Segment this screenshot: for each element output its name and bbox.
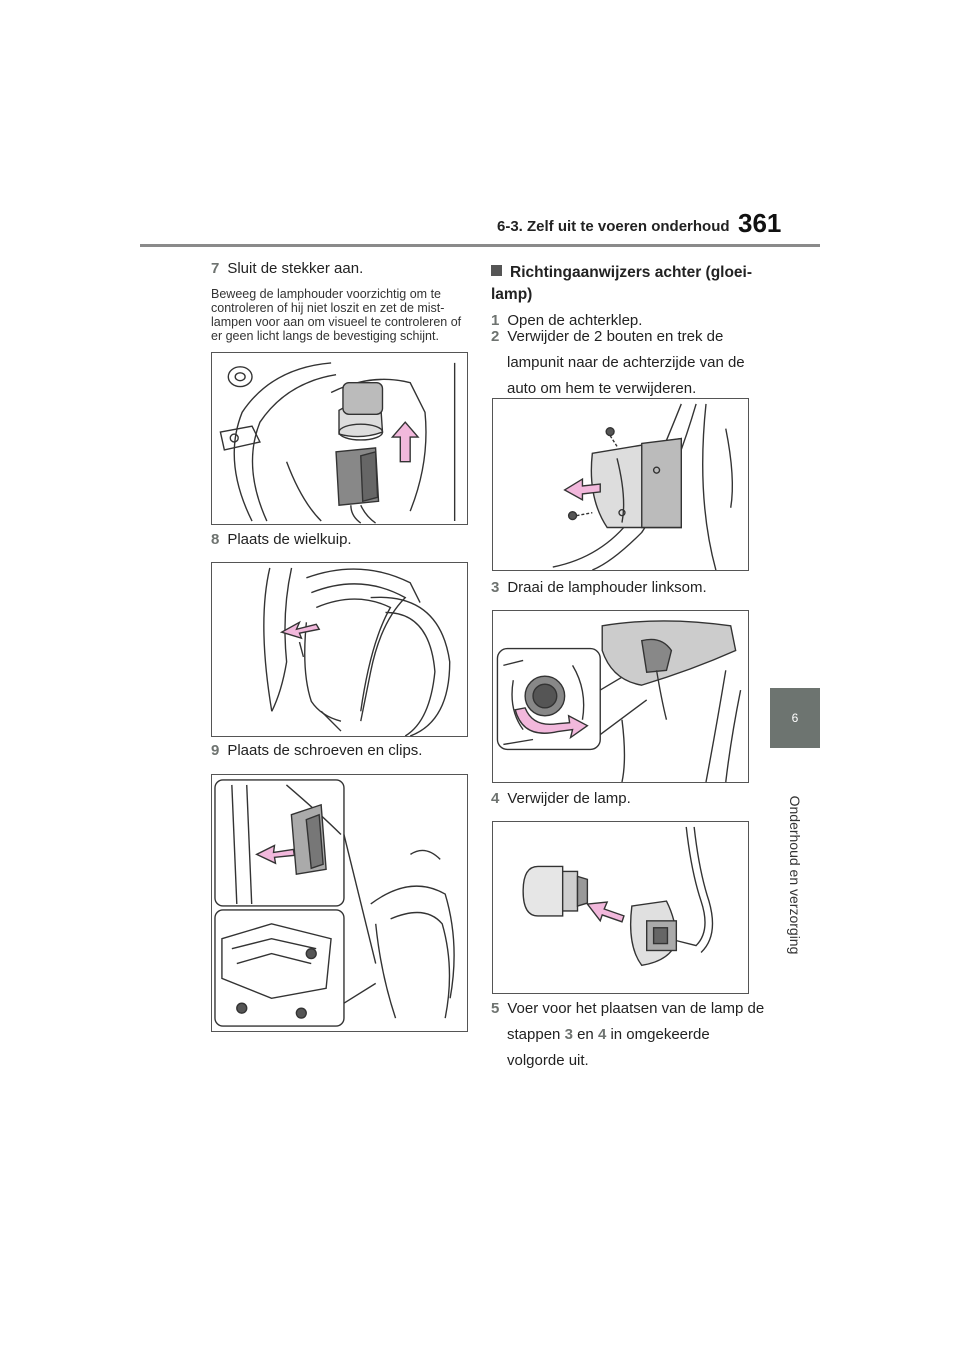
arrow-left-icon [255,844,296,865]
step-8: 8 Plaats de wielkuip. [211,529,471,551]
step-text: Open de achterklep. [507,312,643,329]
step-ref-3: 3 [564,1026,573,1043]
screws-clips-illustration [214,779,455,1027]
lamp-unit-illustration [552,403,734,570]
arrow-left-icon [563,477,601,501]
figure-wheel-liner [211,562,468,737]
step-text-a: Voer voor het plaatsen van de lamp de st… [507,1000,765,1043]
header-divider [140,244,820,247]
step-number: 8 [211,531,220,548]
step-number: 2 [491,328,500,345]
chapter-tab: 6 [770,688,820,748]
figure-rotate-holder [492,610,749,783]
remove-bulb-illustration [522,826,714,967]
step-number: 3 [491,579,500,596]
step-number: 5 [491,1000,500,1017]
figure-lamp-unit [492,398,749,571]
section-heading: Richtingaanwijzers achter (gloei-lamp) [491,262,761,306]
arrow-left-icon [279,620,321,640]
step-text-b: en [577,1026,594,1043]
step-number: 1 [491,312,500,329]
step-text: Plaats de wielkuip. [227,531,352,548]
heading-bullet-icon [491,265,502,276]
step-text-c: in omgekeerde volgorde uit. [507,1026,710,1069]
step-number: 9 [211,742,220,759]
chapter-label: Onderhoud en verzorging [765,760,825,990]
step-2: 2 Verwijder de 2 bouten en trek de lampun… [491,324,765,402]
wheel-liner-illustration [263,567,451,736]
step-text: Verwijder de 2 bouten en trek de lampuni… [507,328,745,397]
step-ref-4: 4 [597,1026,607,1043]
step-text: Plaats de schroeven en clips. [227,742,423,759]
step-3: 3 Draai de lamphouder linksom. [491,577,761,599]
step-1: 1 Open de achterklep. [491,310,761,332]
step-4: 4 Verwijder de lamp. [491,788,761,810]
note-text: Beweeg de lamphouder voorzichtig om te c… [211,287,462,343]
figure-remove-bulb [492,821,749,994]
rotate-holder-illustration [496,620,742,782]
figure-screws-clips [211,774,468,1032]
arrow-up-icon [390,421,420,463]
heading-text: Richtingaanwijzers achter (gloei-lamp) [491,264,753,303]
section-title: 6-3. Zelf uit te voeren onderhoud [497,218,730,235]
arrow-left-icon [586,901,625,923]
step-5: 5 Voer voor het plaatsen van de lamp de s… [491,996,765,1074]
step-text: Draai de lamphouder linksom. [507,579,707,596]
connector-illustration [219,362,456,524]
rotate-arrow-icon [514,707,589,740]
step-9: 9 Plaats de schroeven en clips. [211,740,471,762]
chapter-title: Onderhoud en verzorging [787,795,803,955]
step-text: Sluit de stekker aan. [227,260,364,277]
step-number: 4 [491,790,500,807]
chapter-number: 6 [791,711,799,725]
step-7: 7 Sluit de stekker aan. [211,258,471,280]
step-number: 7 [211,260,220,277]
figure-connector [211,352,468,525]
step-text: Verwijder de lamp. [507,790,631,807]
page-number: 361 [738,208,782,238]
